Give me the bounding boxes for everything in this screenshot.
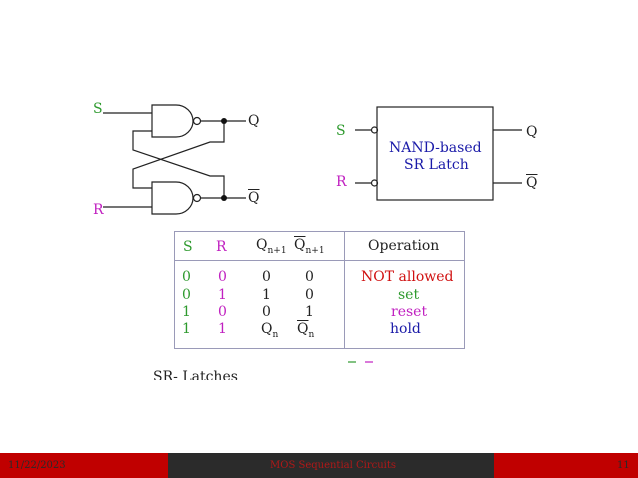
- row3-q: 0: [262, 304, 271, 320]
- header-qbar-next: Qn+1: [294, 237, 325, 256]
- q-junction-dot: [221, 118, 227, 124]
- truth-table: [174, 231, 465, 349]
- nand-gate-schematic: [103, 104, 246, 215]
- nand-bubble-bottom: [192, 193, 202, 203]
- footer-right-panel: [494, 453, 638, 478]
- row3-s: 1: [182, 304, 191, 320]
- row2-q: 1: [262, 287, 271, 303]
- block-r-bubble: [370, 179, 379, 187]
- header-operation: Operation: [368, 238, 440, 254]
- block-label-qbar: Q: [526, 175, 538, 191]
- row1-qbar: 0: [305, 269, 314, 285]
- nand-gate-top: [151, 104, 194, 138]
- row2-qbar: 0: [305, 287, 314, 303]
- nand-gate-bottom: [151, 181, 194, 215]
- row2-s: 0: [182, 287, 191, 303]
- header-s: S: [183, 239, 193, 255]
- block-label-q: Q: [526, 124, 538, 140]
- block-s-bubble: [370, 126, 379, 134]
- truth-table-header-divider: [174, 260, 465, 261]
- row1-operation: NOT allowed: [361, 269, 454, 285]
- circuit-label-r: R: [93, 202, 104, 218]
- circuit-label-s: S: [93, 101, 103, 117]
- qbar-junction-dot: [221, 195, 227, 201]
- block-label-s: S: [336, 123, 346, 139]
- block-title-line1: NAND-based: [389, 140, 482, 156]
- footer-middle-panel: [168, 453, 494, 478]
- row1-r: 0: [218, 269, 227, 285]
- sr-latch-block-symbol: [355, 106, 522, 201]
- row4-qbar: Qn: [297, 321, 315, 340]
- circuit-label-q: Q: [248, 113, 260, 129]
- row1-q: 0: [262, 269, 271, 285]
- caption-text: SR- Latches: [153, 369, 238, 380]
- row3-qbar: 1: [305, 304, 314, 320]
- footer-title: MOS Sequential Circuits: [270, 460, 397, 471]
- qbar-feedback-wire: [132, 130, 225, 198]
- block-label-r: R: [336, 174, 347, 190]
- row4-s: 1: [182, 321, 191, 337]
- block-title-line2: SR Latch: [404, 157, 469, 173]
- row1-s: 0: [182, 269, 191, 285]
- header-r: R: [216, 239, 227, 255]
- circuit-label-qbar: Q: [248, 190, 260, 206]
- footer-page-number: 11: [617, 460, 630, 471]
- row4-r: 1: [218, 321, 227, 337]
- row2-operation: set: [398, 287, 420, 303]
- row4-q: Qn: [261, 321, 279, 340]
- slide-footer: 11/22/2023 MOS Sequential Circuits 11: [0, 453, 638, 478]
- footer-date: 11/22/2023: [8, 460, 66, 471]
- q-feedback-wire: [132, 121, 225, 189]
- header-q-next: Qn+1: [256, 237, 287, 256]
- row3-operation: reset: [391, 304, 428, 320]
- row4-operation: hold: [390, 321, 421, 337]
- sr-latch-block: [376, 106, 494, 201]
- row2-r: 1: [218, 287, 227, 303]
- nand-bubble-top: [192, 116, 202, 126]
- row3-r: 0: [218, 304, 227, 320]
- footer-left-panel: [0, 453, 168, 478]
- truth-table-column-divider: [344, 231, 345, 349]
